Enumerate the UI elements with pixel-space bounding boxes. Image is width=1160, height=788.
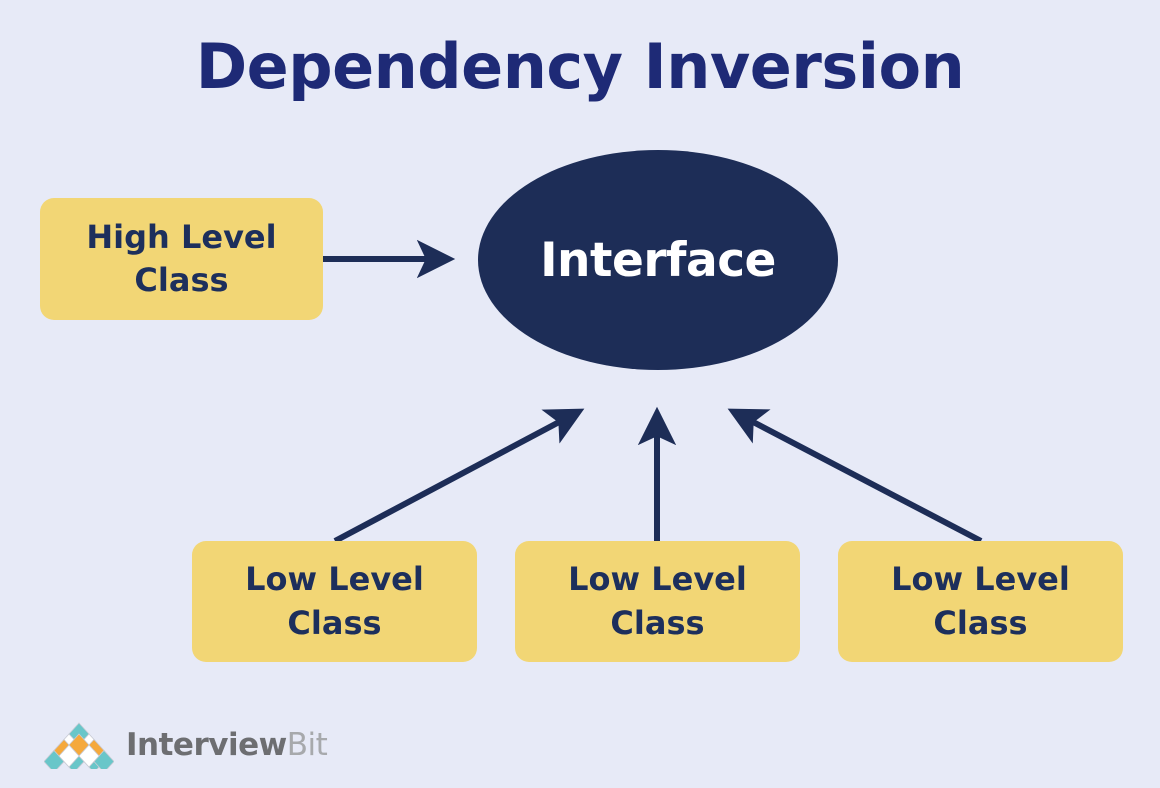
interviewbit-logo-text: InterviewBit	[126, 727, 328, 763]
low-level-class-3-label-line2: Class	[933, 603, 1028, 642]
low-level-class-box-3[interactable]: Low Level Class	[838, 541, 1123, 662]
low-level-class-1-label-line1: Low Level	[245, 560, 424, 599]
low-level-class-box-1[interactable]: Low Level Class	[192, 541, 477, 662]
arrow-low-level-3-to-interface	[727, 408, 983, 544]
high-level-class-box[interactable]: High Level Class	[40, 198, 323, 320]
arrow-low-level-1-to-interface	[333, 408, 585, 544]
page-title: Dependency Inversion	[195, 30, 965, 103]
logo-name-bold: Interview	[126, 727, 287, 763]
low-level-class-2-label-line1: Low Level	[568, 560, 747, 599]
low-level-class-box-2[interactable]: Low Level Class	[515, 541, 800, 662]
interface-node[interactable]: Interface	[478, 150, 838, 370]
interface-node-label: Interface	[540, 232, 776, 288]
interviewbit-logo: InterviewBit	[44, 718, 328, 772]
interviewbit-logo-mark	[44, 722, 114, 769]
high-level-class-label-line2: Class	[134, 261, 229, 299]
high-level-class-label-line1: High Level	[86, 217, 277, 256]
low-level-class-1-label-line2: Class	[287, 603, 382, 642]
low-level-class-3-label-line1: Low Level	[891, 560, 1070, 599]
logo-name-light: Bit	[286, 727, 328, 763]
low-level-class-2-label-line2: Class	[610, 603, 705, 642]
